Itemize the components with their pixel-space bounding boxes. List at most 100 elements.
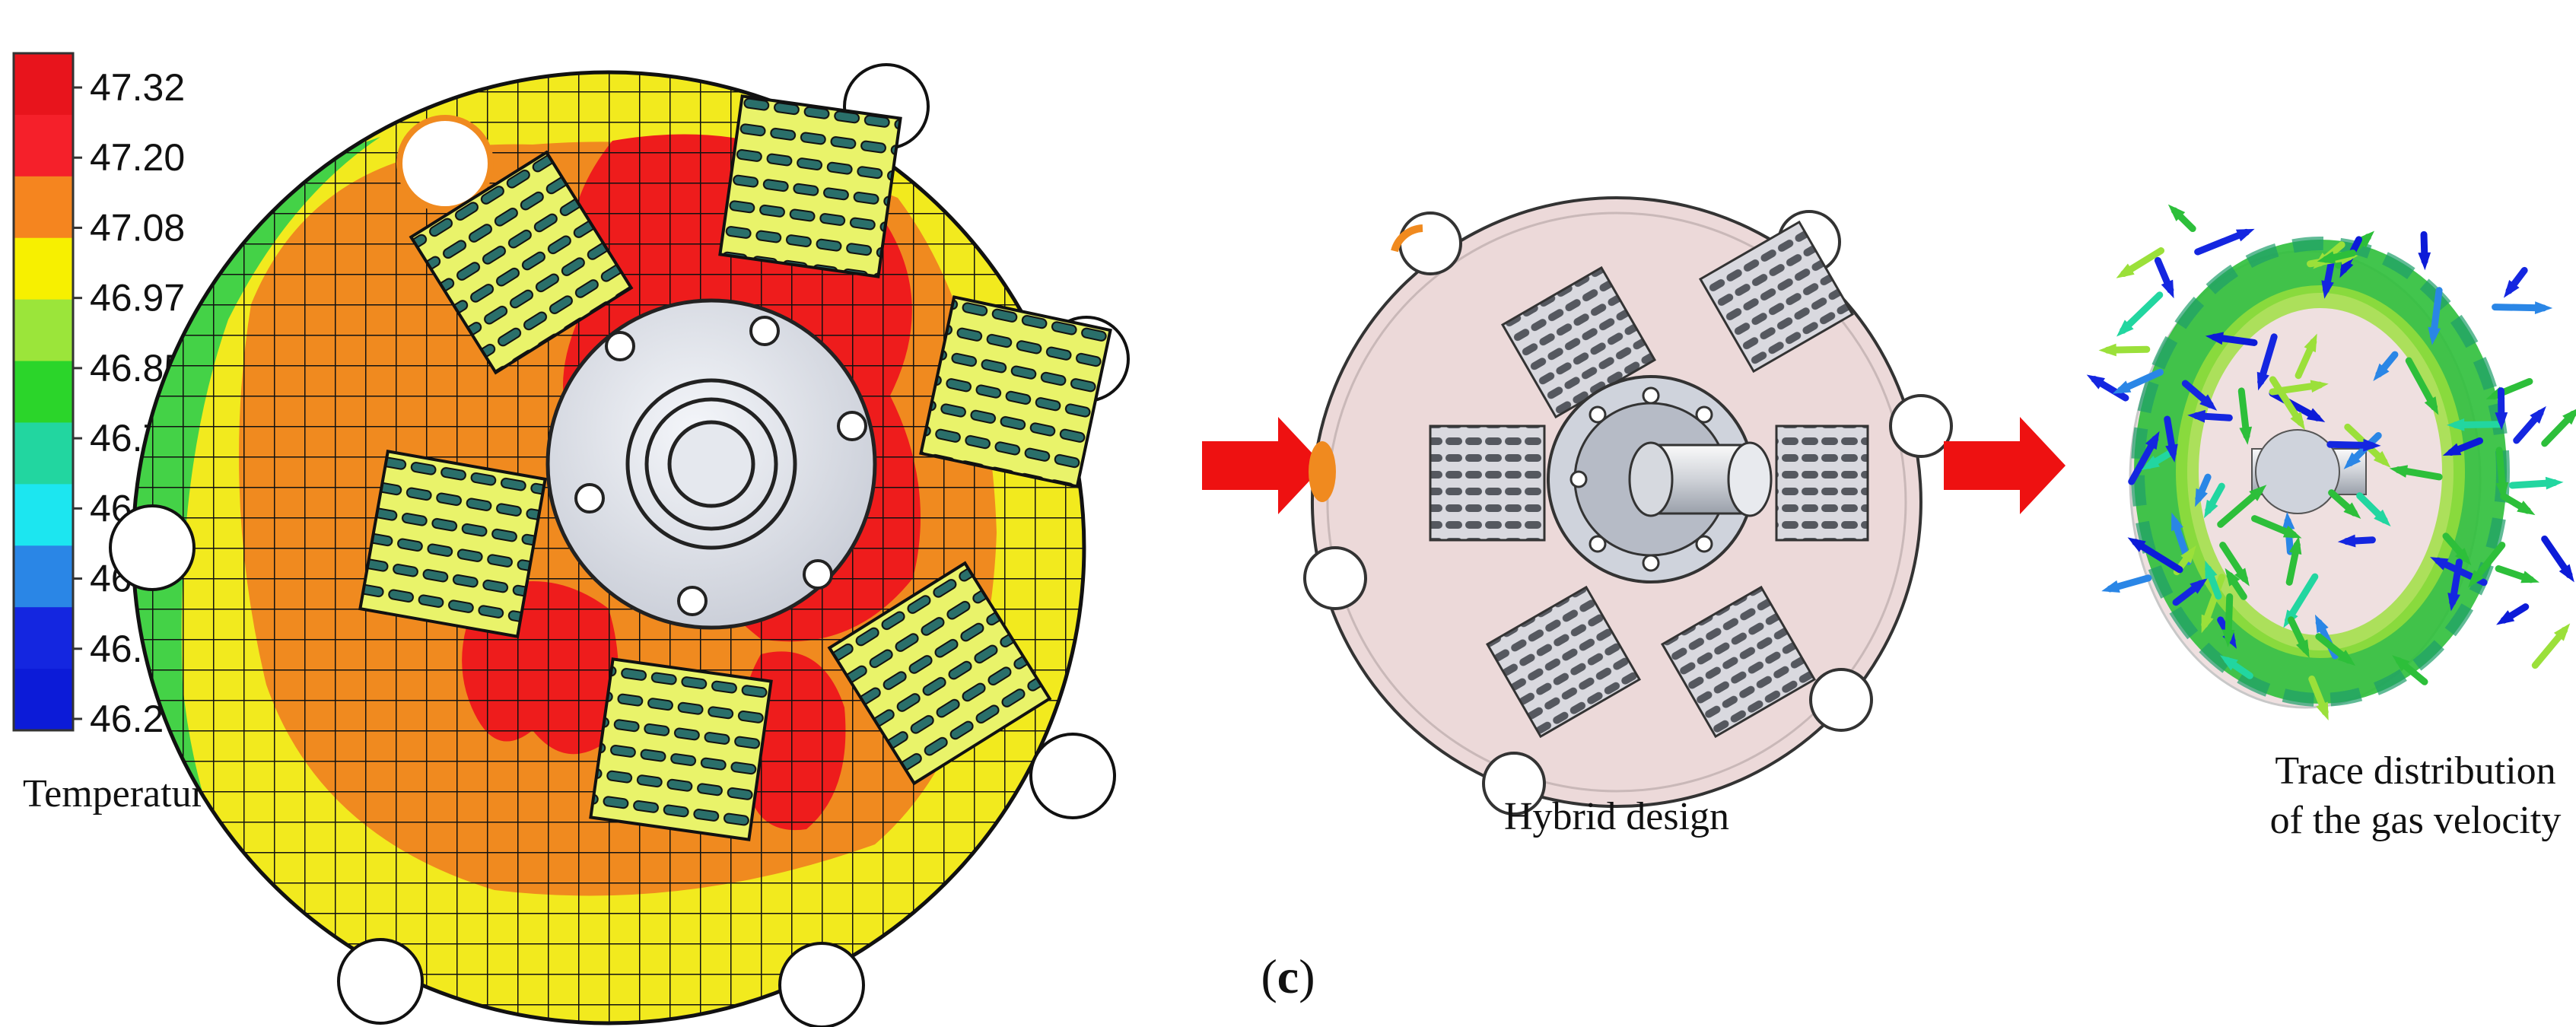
velocity-vector-head [2496, 610, 2515, 625]
velocity-vector-head [2363, 438, 2381, 452]
colorbar-tick-label: 47.08 [90, 206, 185, 249]
velocity-vector-head [2373, 450, 2391, 468]
velocity-vector-head [2101, 580, 2120, 593]
velocity-vector-head [2374, 509, 2391, 527]
colorbar-segment [14, 607, 73, 670]
velocity-vector-head [2447, 418, 2465, 431]
velocity-vector-head [2141, 455, 2160, 471]
velocity-vector-head [2321, 280, 2334, 299]
velocity-vector-head [2161, 279, 2174, 299]
velocity-vector-head [2145, 431, 2160, 450]
velocity-vector-head [2428, 326, 2441, 345]
velocity-vector-head [2337, 534, 2356, 548]
trace-label-line1: Trace distribution [2275, 749, 2555, 793]
velocity-vector-head [2304, 333, 2317, 353]
colorbar-tick-label: 47.32 [90, 66, 185, 109]
velocity-vector-head [2392, 655, 2410, 672]
fin-blocks [358, 94, 1112, 841]
colorbar-frame [12, 52, 75, 732]
colorbar-tick-label: 47.20 [90, 136, 185, 179]
velocity-vector-head [2201, 614, 2214, 634]
velocity-vector-head [2239, 426, 2253, 445]
velocity-vector-head [2373, 363, 2390, 381]
velocity-vector-head [2530, 405, 2546, 424]
velocity-vector-head [2306, 408, 2326, 422]
velocity-vector [2405, 357, 2438, 411]
velocity-vector-head [2343, 502, 2361, 520]
arrow-right-1 [1202, 417, 1324, 514]
colorbar-segment [14, 176, 73, 239]
velocity-vector-head [2112, 380, 2132, 394]
velocity-vector-head [2225, 568, 2240, 587]
velocity-vector-head [2495, 412, 2508, 431]
velocity-vector [2132, 539, 2183, 574]
velocity-vector-head [2316, 701, 2329, 721]
velocity-vector-head [2282, 511, 2295, 530]
velocity-vector-head [2290, 412, 2306, 431]
velocity-vector-head [2468, 570, 2485, 588]
velocity-vector [2217, 487, 2263, 528]
velocity-vector-head [2424, 396, 2439, 415]
velocity-vector-head [2520, 571, 2539, 583]
velocity-vector-head [2553, 623, 2571, 641]
velocity-vector-head [2205, 332, 2224, 345]
velocity-vector-head [2116, 263, 2135, 278]
hybrid-design-label: Hybrid design [1504, 795, 1729, 838]
velocity-vector-head [2195, 488, 2208, 507]
colorbar-segment [14, 53, 73, 116]
velocity-vector-head [2503, 279, 2520, 298]
velocity-vector-head [2235, 228, 2255, 242]
velocity-vector-head [2430, 557, 2449, 571]
velocity-vector-head [2199, 394, 2218, 411]
hybrid-design-disk [1303, 196, 1953, 816]
velocity-vector-head [2098, 343, 2116, 357]
velocity-vector-head [2190, 577, 2208, 594]
velocity-vector-head [2288, 536, 2302, 555]
velocity-vector-head [2167, 204, 2186, 221]
colorbar-segment [14, 484, 73, 547]
colorbar-segment [14, 361, 73, 424]
velocity-vector-head [2454, 548, 2472, 566]
temperature-colorbar [12, 52, 75, 732]
velocity-vector-head [2389, 465, 2409, 478]
velocity-vector-head [2203, 499, 2218, 519]
velocity-vector-head [2219, 655, 2238, 671]
caption-close: ) [1299, 949, 1315, 1003]
hub-flange [545, 298, 877, 630]
velocity-vector-head [2187, 409, 2206, 423]
velocity-vector-head [2205, 560, 2218, 580]
velocity-vector-head [2317, 251, 2336, 264]
velocity-vector-head [2171, 512, 2183, 532]
velocity-vector-head [2447, 593, 2460, 612]
velocity-vector-head [2127, 537, 2146, 552]
velocity-vector-head [2086, 374, 2105, 389]
velocity-vector-head [2221, 629, 2235, 647]
disk-outline [131, 70, 1086, 1025]
velocity-vector-head [2234, 568, 2250, 587]
velocity-vector-head [2442, 443, 2462, 456]
velocity-vector-head [2256, 371, 2269, 391]
colorbar-segment [14, 545, 73, 609]
velocity-vector-head [2165, 444, 2178, 463]
velocity-vector-head [2517, 501, 2536, 516]
velocity-vector-head [2545, 476, 2564, 490]
subfigure-caption: (c) [1261, 949, 1315, 1003]
velocity-vector-head [2282, 525, 2302, 539]
velocity-vector-head [2357, 231, 2375, 248]
velocity-vector [2194, 228, 2250, 256]
colorbar-segment [14, 299, 73, 362]
colorbar-segment [14, 422, 73, 485]
velocity-vector-head [2180, 545, 2196, 564]
velocity-vector-head [2495, 482, 2509, 501]
caption-letter: c [1277, 949, 1299, 1003]
velocity-vector-head [2116, 320, 2134, 337]
velocity-vector-head [2337, 650, 2356, 666]
caption-open: ( [1261, 949, 1277, 1003]
trace-label-line2: of the gas velocity [2270, 799, 2562, 842]
colorbar-tick-label: 46.97 [90, 277, 185, 320]
velocity-vector-head [2310, 380, 2329, 393]
colorbar-segment [14, 237, 73, 300]
velocity-vector-head [2418, 252, 2431, 271]
arrow-right-2 [1944, 417, 2066, 514]
